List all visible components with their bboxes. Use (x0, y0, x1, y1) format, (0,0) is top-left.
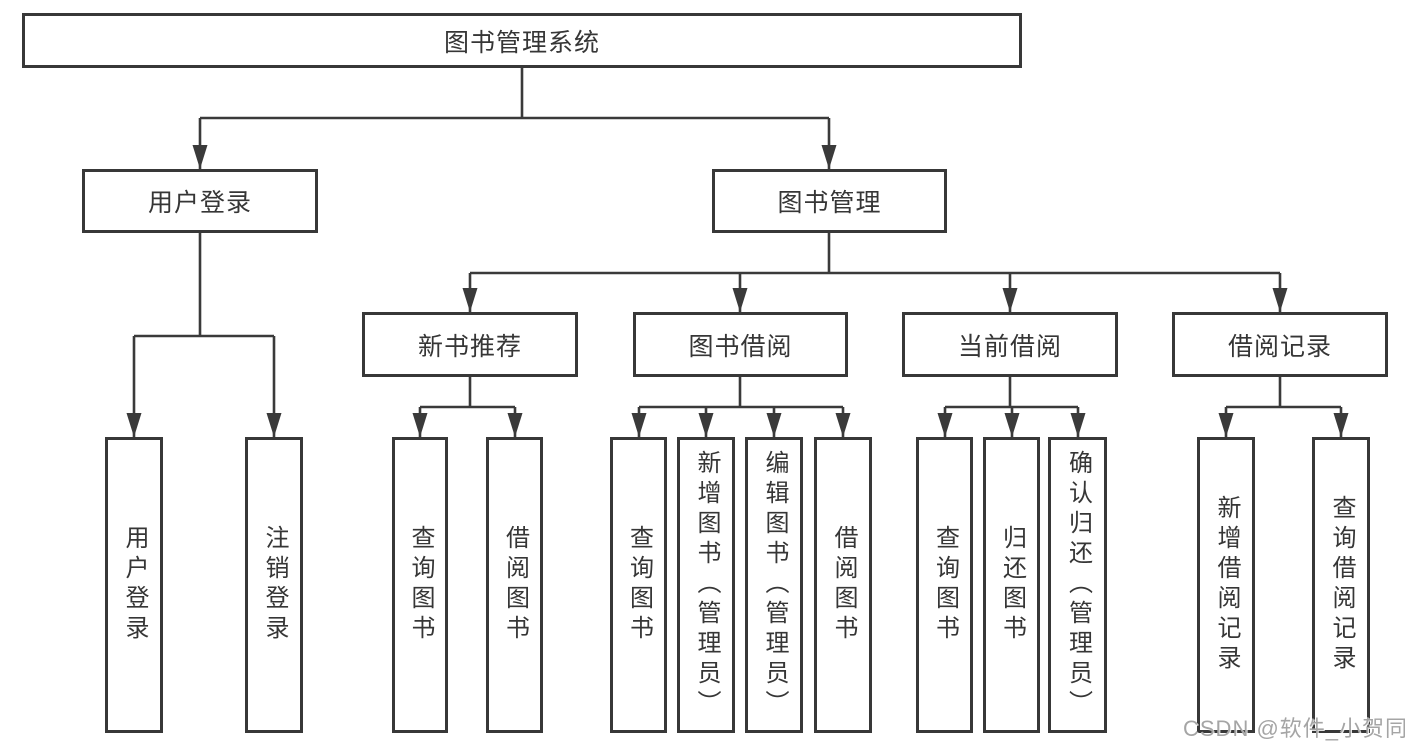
node-label: 新书推荐 (417, 332, 522, 361)
connector-group (126, 68, 1349, 437)
node-label: 图书管理系统 (443, 28, 600, 57)
leaf-logout: 注销登录 (245, 437, 303, 733)
leaf-label: 查询图书 (931, 525, 959, 645)
node-current-borrow: 当前借阅 (902, 312, 1118, 377)
csdn-watermark: CSDN @软件_小贺同学 (1183, 716, 1405, 741)
node-label: 借阅记录 (1227, 332, 1332, 361)
node-label: 当前借阅 (957, 332, 1062, 361)
leaf-label: 新增借阅记录 (1213, 495, 1240, 675)
leaf-return-book: 归还图书 (983, 437, 1040, 733)
node-user-login: 用户登录 (82, 169, 318, 233)
node-new-book-recommend: 新书推荐 (362, 312, 578, 377)
leaf-borrow-query-book: 查询图书 (610, 437, 667, 733)
leaf-recommend-borrow-book: 借阅图书 (486, 437, 543, 733)
leaf-confirm-return-admin: 确认归还（管理员） (1048, 437, 1107, 733)
node-label: 图书借阅 (688, 332, 793, 361)
leaf-current-query-book: 查询图书 (916, 437, 973, 733)
leaf-label: 编辑图书（管理员） (761, 450, 788, 720)
leaf-user-login: 用户登录 (105, 437, 163, 733)
leaf-label: 借阅图书 (830, 525, 857, 645)
leaf-label: 查询图书 (407, 525, 434, 645)
leaf-label: 查询图书 (625, 525, 653, 645)
leaf-label: 新增图书（管理员） (693, 450, 720, 720)
node-label: 图书管理 (777, 189, 882, 217)
node-label: 用户登录 (147, 189, 252, 217)
node-root-system: 图书管理系统 (22, 13, 1022, 68)
leaf-edit-book-admin: 编辑图书（管理员） (745, 437, 803, 733)
node-book-management: 图书管理 (712, 169, 947, 233)
node-borrow-records: 借阅记录 (1172, 312, 1388, 377)
leaf-add-borrow-record: 新增借阅记录 (1197, 437, 1255, 733)
leaf-label: 用户登录 (121, 525, 148, 645)
leaf-query-borrow-record: 查询借阅记录 (1312, 437, 1370, 733)
node-book-borrow: 图书借阅 (633, 312, 848, 377)
leaf-label: 确认归还（管理员） (1064, 450, 1092, 720)
leaf-label: 查询借阅记录 (1328, 495, 1355, 675)
leaf-label: 借阅图书 (501, 525, 529, 645)
leaf-label: 归还图书 (998, 525, 1026, 645)
leaf-add-book-admin: 新增图书（管理员） (677, 437, 735, 733)
leaf-borrow-book: 借阅图书 (814, 437, 872, 733)
leaf-recommend-query-book: 查询图书 (392, 437, 448, 733)
leaf-label: 注销登录 (261, 525, 288, 645)
